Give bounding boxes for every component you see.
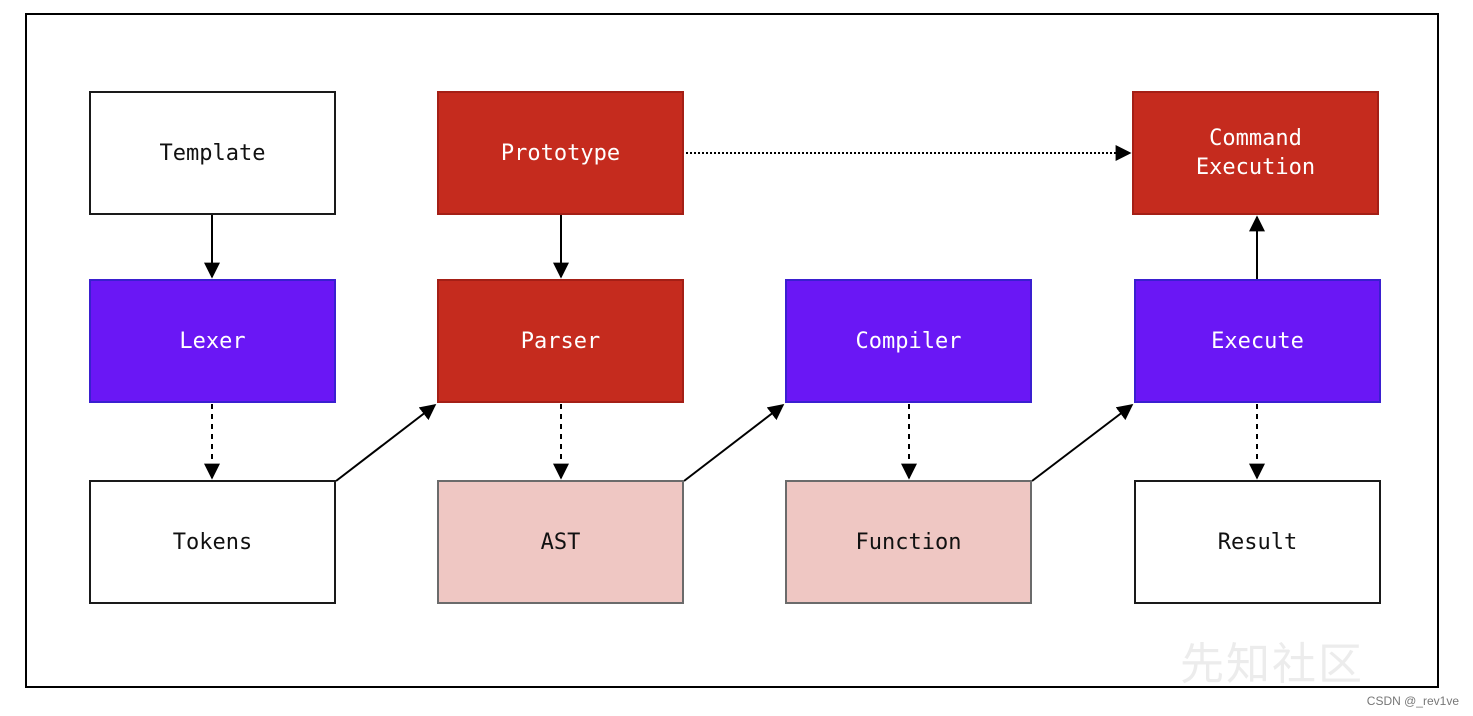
node-prototype: Prototype (437, 91, 684, 215)
node-template: Template (89, 91, 336, 215)
node-command-execution: Command Execution (1132, 91, 1379, 215)
watermark-text: 先知社区 (1180, 639, 1364, 690)
node-execute: Execute (1134, 279, 1381, 403)
node-lexer: Lexer (89, 279, 336, 403)
node-parser: Parser (437, 279, 684, 403)
node-compiler: Compiler (785, 279, 1032, 403)
node-result: Result (1134, 480, 1381, 604)
node-ast: AST (437, 480, 684, 604)
node-tokens: Tokens (89, 480, 336, 604)
node-function: Function (785, 480, 1032, 604)
diagram-frame (25, 13, 1439, 688)
credit-text: CSDN @_rev1ve (1366, 694, 1459, 708)
